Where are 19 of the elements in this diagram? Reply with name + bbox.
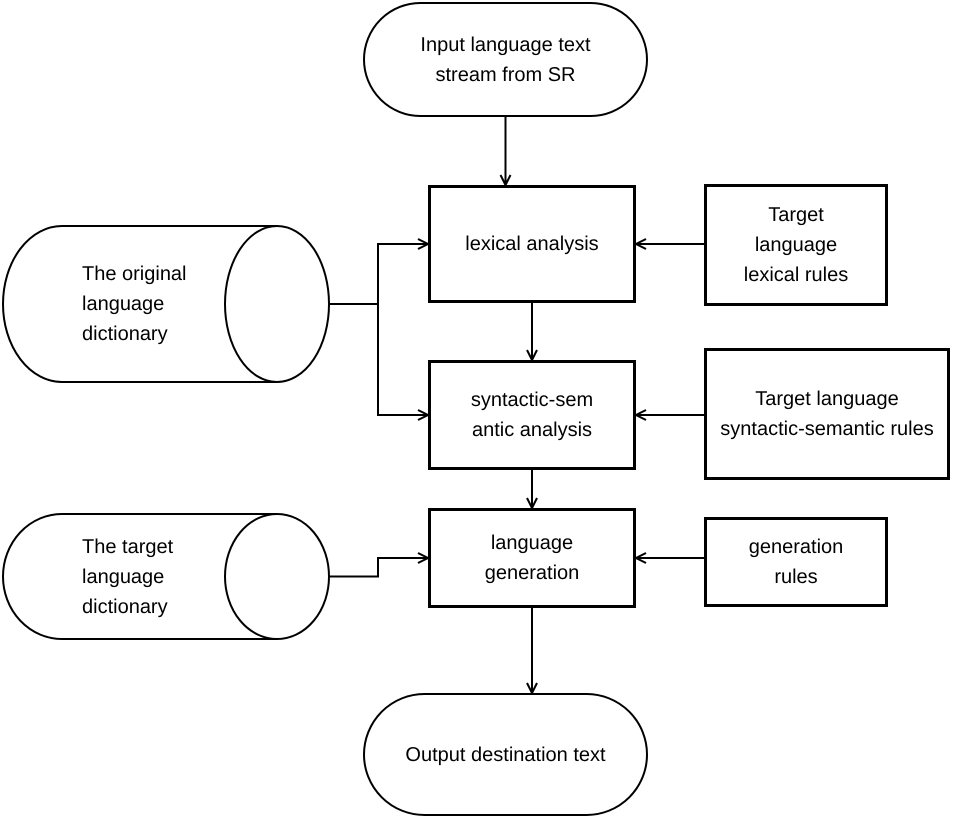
arrow: [526, 608, 538, 694]
node-label: Output destination text: [405, 742, 606, 768]
node-label: generation rules: [748, 535, 844, 590]
node-label: Target language lexical rules: [742, 203, 850, 288]
arrow: [635, 552, 704, 564]
node-label: Target language syntactic-semantic rules: [719, 387, 935, 442]
arrow: [330, 552, 429, 578]
node-label: syntactic-sem antic analysis: [470, 388, 594, 443]
arrow: [500, 117, 512, 186]
arrow: [526, 303, 538, 361]
arrow: [635, 238, 704, 250]
node-label: The target language dictionary: [82, 534, 174, 620]
arrow: [330, 303, 429, 421]
arrow: [526, 470, 538, 509]
node-label: lexical analysis: [465, 232, 599, 257]
arrow: [635, 409, 704, 421]
node-label: language generation: [484, 531, 580, 586]
node-label: The original language dictionary: [82, 262, 188, 347]
node-label: Input language text stream from SR: [419, 32, 592, 88]
